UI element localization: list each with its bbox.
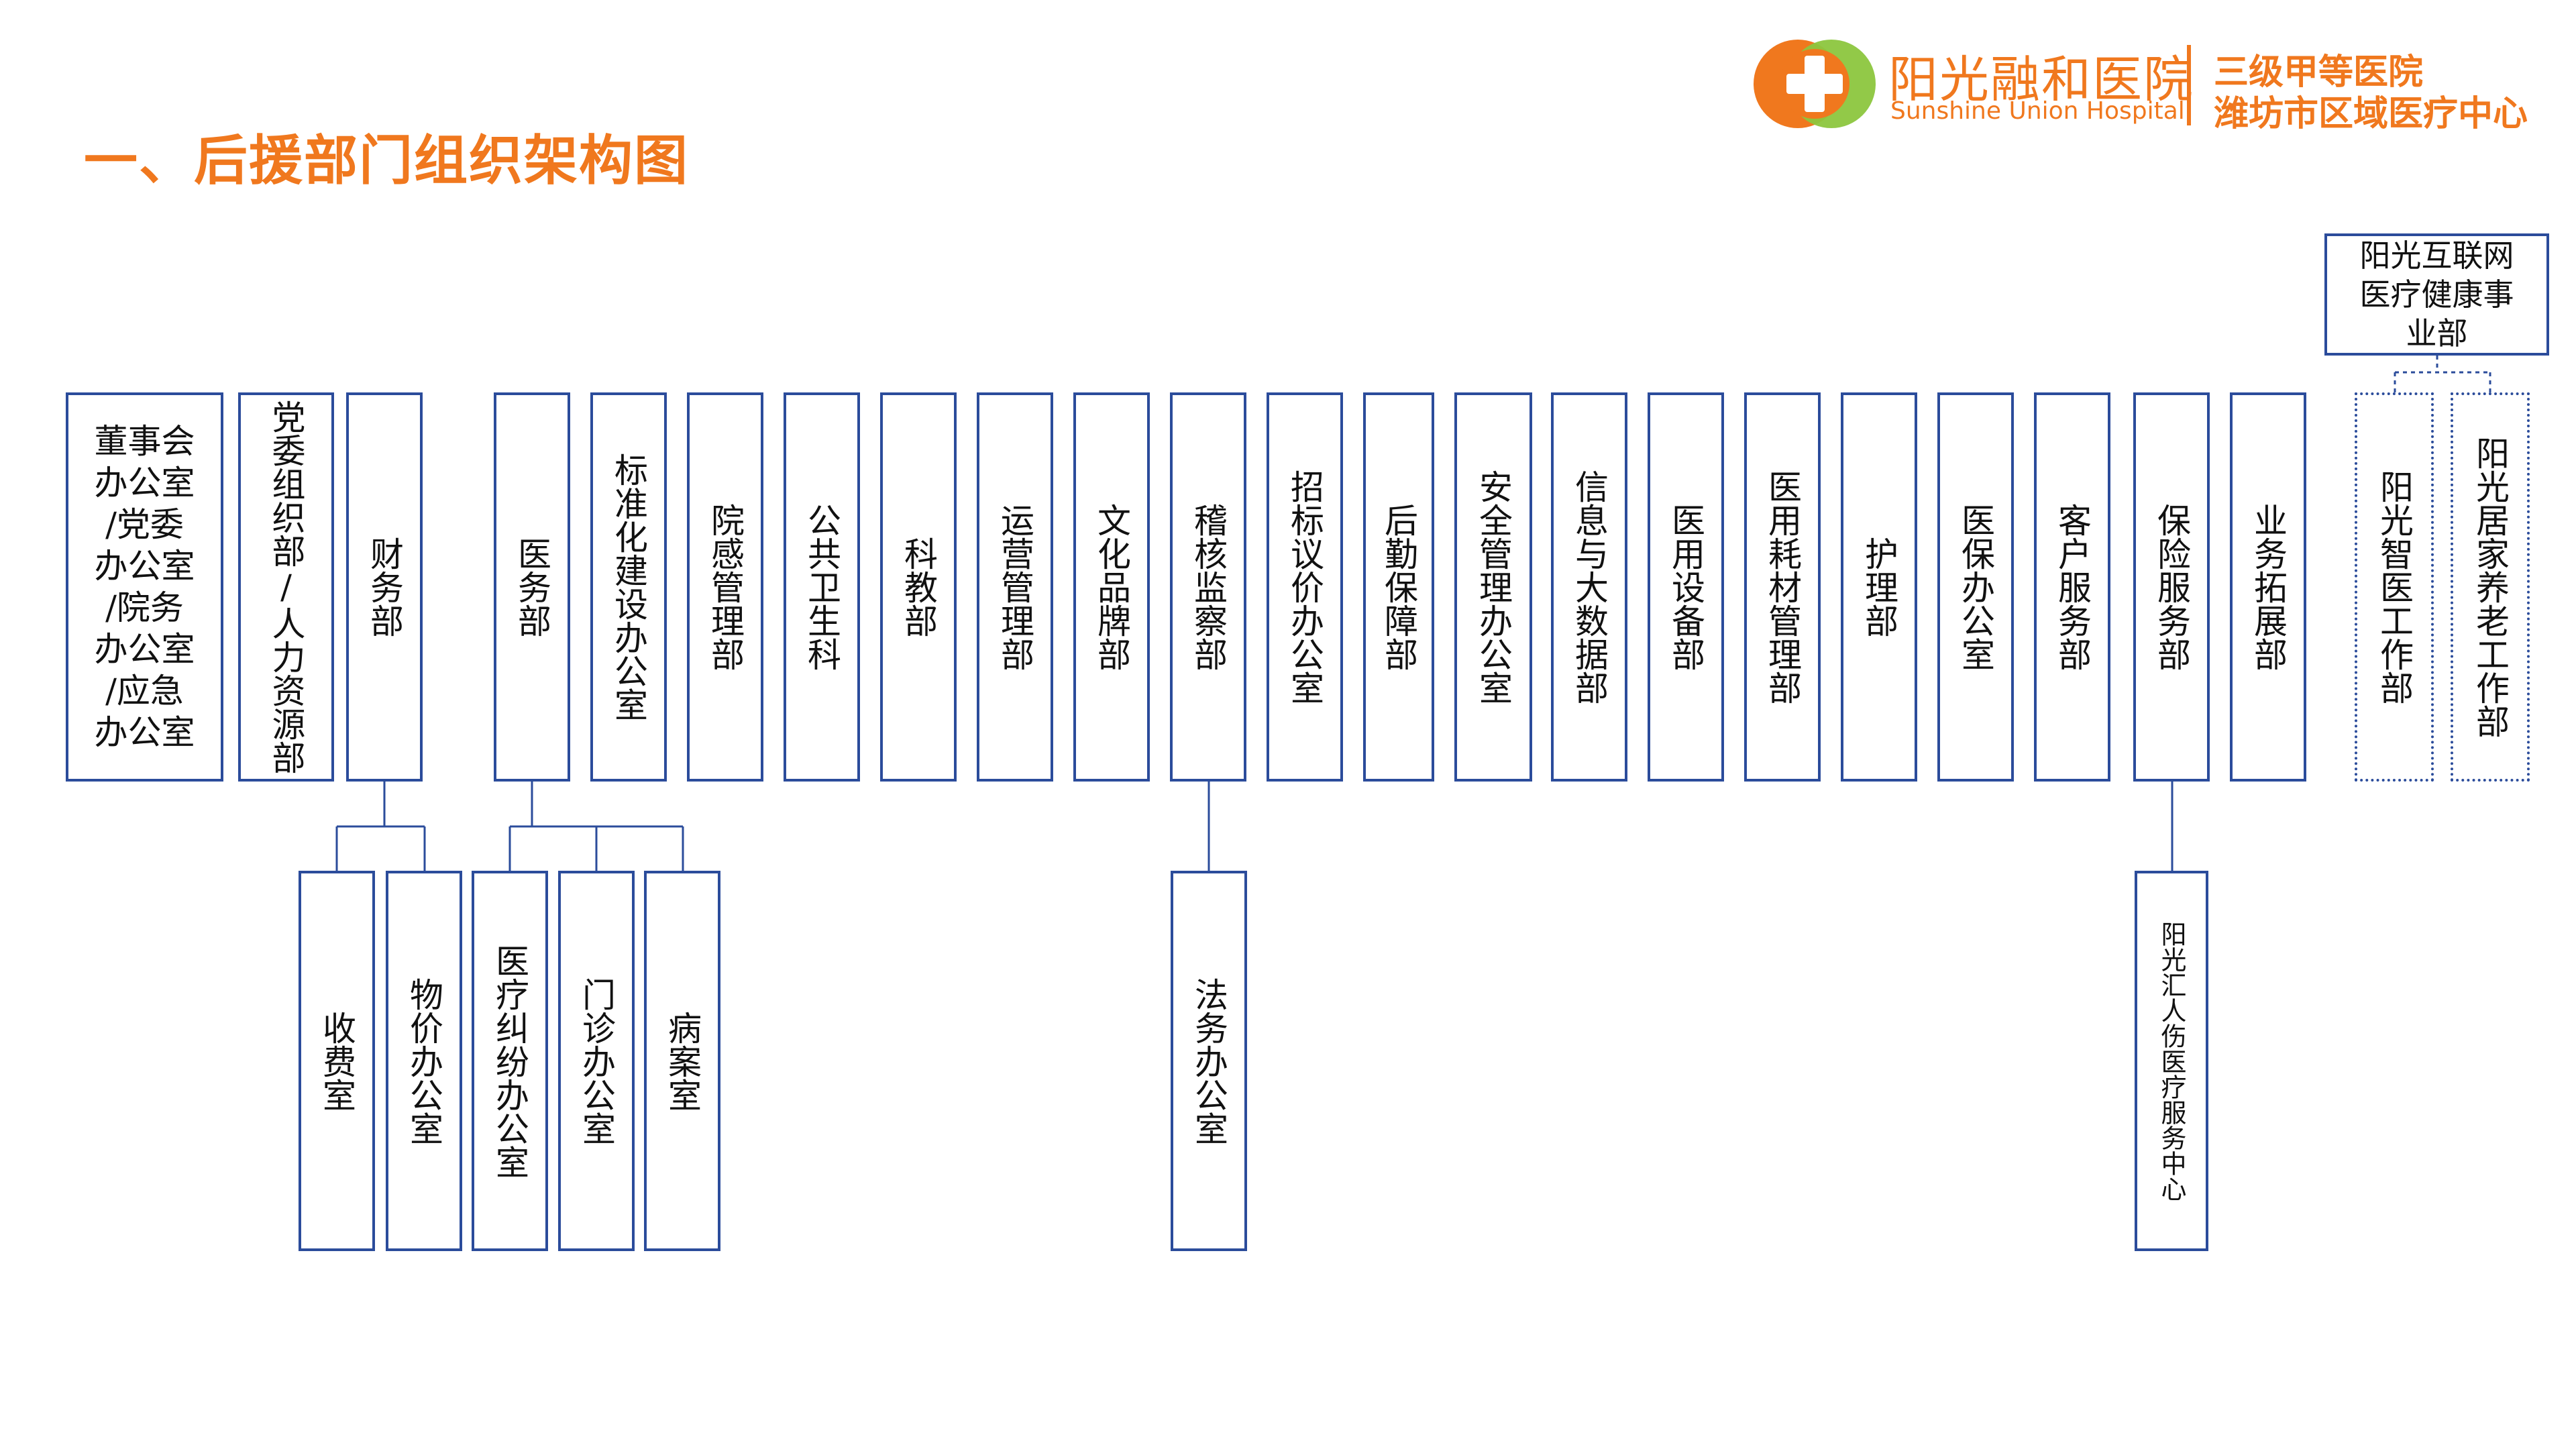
subdept-records[interactable]: 病案室 bbox=[644, 871, 720, 1251]
dept-standardization[interactable]: 标准化建设办公室 bbox=[590, 392, 667, 782]
connector-medical-affairs bbox=[508, 782, 684, 871]
dept-consumables[interactable]: 医用耗材管理部 bbox=[1744, 392, 1821, 782]
dept-insurance-service[interactable]: 保险服务部 bbox=[2133, 392, 2210, 782]
subdept-cashier[interactable]: 收费室 bbox=[299, 871, 375, 1251]
dept-party-hr[interactable]: 党委组织部/人力资源部 bbox=[238, 392, 334, 782]
logo-name-cn: 阳光融和医院 bbox=[1888, 51, 2194, 109]
dept-business-expansion[interactable]: 业务拓展部 bbox=[2230, 392, 2306, 782]
dept-audit-supervision[interactable]: 稽核监察部 bbox=[1170, 392, 1246, 782]
dept-info-bigdata[interactable]: 信息与大数据部 bbox=[1551, 392, 1627, 782]
hospital-logo: 阳光融和医院 Sunshine Union Hospital 三级甲等医院 潍坊… bbox=[1751, 37, 2563, 134]
dept-board-office[interactable]: 董事会 办公室 /党委 办公室 /院务 办公室 /应急 办公室 bbox=[66, 392, 223, 782]
dept-public-health[interactable]: 公共卫生科 bbox=[784, 392, 860, 782]
dept-smart-medical[interactable]: 阳光智医工作部 bbox=[2355, 392, 2434, 782]
page-title: 一、后援部门组织架构图 bbox=[84, 129, 689, 192]
subdept-outpatient[interactable]: 门诊办公室 bbox=[558, 871, 635, 1251]
dept-infection-control[interactable]: 院感管理部 bbox=[687, 392, 763, 782]
dept-safety[interactable]: 安全管理办公室 bbox=[1454, 392, 1532, 782]
dept-medical-affairs[interactable]: 医务部 bbox=[494, 392, 570, 782]
hospital-cross-logo-icon bbox=[1754, 40, 1876, 128]
subdept-dispute[interactable]: 医疗纠纷办公室 bbox=[472, 871, 548, 1251]
dept-home-care[interactable]: 阳光居家养老工作部 bbox=[2451, 392, 2530, 782]
dept-insurance-office[interactable]: 医保办公室 bbox=[1937, 392, 2014, 782]
dept-customer-service[interactable]: 客户服务部 bbox=[2034, 392, 2110, 782]
logo-divider bbox=[2187, 45, 2191, 125]
dept-bidding-pricing[interactable]: 招标议价办公室 bbox=[1267, 392, 1343, 782]
dept-operations[interactable]: 运营管理部 bbox=[977, 392, 1053, 782]
subdept-pricing[interactable]: 物价办公室 bbox=[386, 871, 462, 1251]
dept-logistics[interactable]: 后勤保障部 bbox=[1363, 392, 1434, 782]
dept-equipment[interactable]: 医用设备部 bbox=[1648, 392, 1724, 782]
dept-finance[interactable]: 财务部 bbox=[346, 392, 423, 782]
subdept-injury-center[interactable]: 阳光汇人伤医疗服务中心 bbox=[2135, 871, 2208, 1251]
connector-internet-health bbox=[2394, 356, 2491, 392]
dept-science-education[interactable]: 科教部 bbox=[880, 392, 957, 782]
subdept-legal[interactable]: 法务办公室 bbox=[1171, 871, 1247, 1251]
connector-finance bbox=[335, 782, 426, 871]
dept-nursing[interactable]: 护理部 bbox=[1841, 392, 1917, 782]
logo-name-en: Sunshine Union Hospital bbox=[1890, 97, 2185, 125]
logo-region: 潍坊市区域医疗中心 bbox=[2214, 94, 2528, 134]
logo-grade: 三级甲等医院 bbox=[2214, 52, 2424, 93]
dept-internet-health[interactable]: 阳光互联网 医疗健康事 业部 bbox=[2324, 233, 2549, 356]
dept-culture-brand[interactable]: 文化品牌部 bbox=[1073, 392, 1150, 782]
